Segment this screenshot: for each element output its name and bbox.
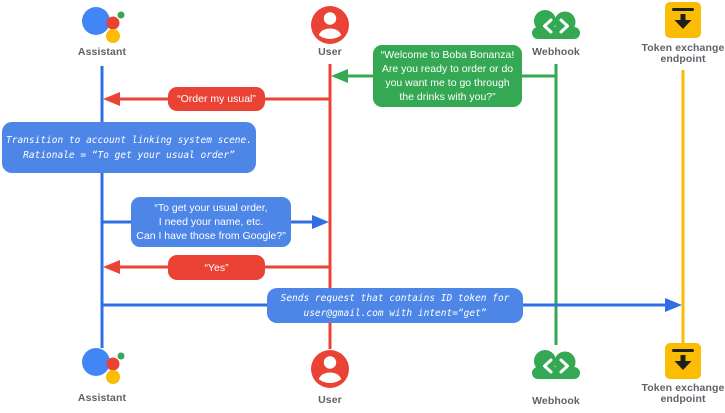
webhook-label-top: Webhook	[532, 46, 580, 58]
google-assistant-icon	[82, 7, 125, 43]
user-icon	[311, 350, 349, 388]
speech-bubble-welcome: “Welcome to Boba Bonanza! Are you ready …	[373, 45, 522, 107]
speech-bubble-ask-permission: “To get your usual order, I need your na…	[131, 197, 291, 247]
user-label-top: User	[318, 46, 342, 58]
speech-bubble-yes: “Yes”	[168, 255, 265, 280]
webhook-label-bottom: Webhook	[532, 395, 580, 407]
note-transition-account-linking: Transition to account linking system sce…	[2, 122, 256, 173]
token-endpoint-label-bottom: Token exchange endpoint	[641, 382, 725, 405]
speech-bubble-order-my-usual: “Order my usual”	[168, 87, 265, 111]
token-endpoint-icon	[665, 2, 701, 38]
note-sends-request: Sends request that contains ID token for…	[267, 288, 523, 323]
token-endpoint-label-top: Token exchange endpoint	[641, 42, 725, 65]
webhook-icon	[532, 350, 580, 379]
assistant-label-top: Assistant	[77, 46, 127, 58]
webhook-icon	[532, 10, 580, 39]
user-label-bottom: User	[318, 394, 342, 406]
user-icon	[311, 6, 349, 44]
assistant-label-bottom: Assistant	[77, 392, 127, 404]
token-endpoint-icon	[665, 343, 701, 379]
google-assistant-icon	[82, 348, 125, 384]
